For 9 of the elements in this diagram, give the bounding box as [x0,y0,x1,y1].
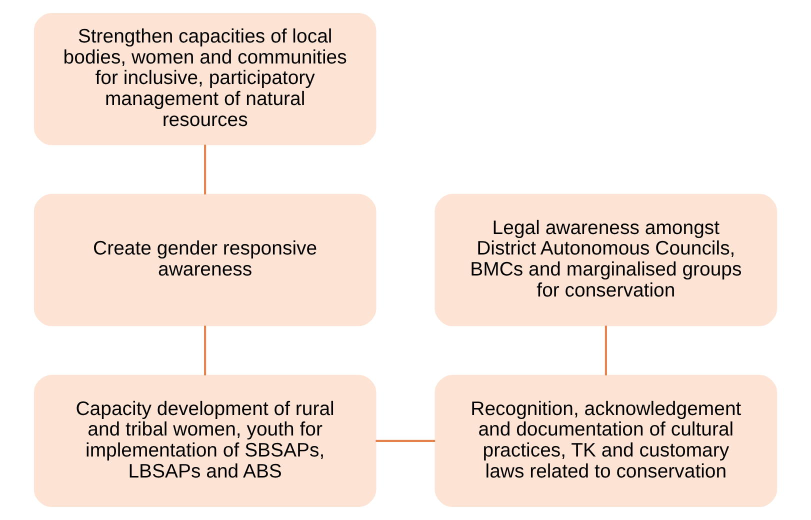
connector [604,326,607,376]
node-box: Capacity development of rural and tribal women, youth for implementation of SBSAPs, LBSAPs and ABS [34,374,376,508]
node-box: Create gender responsive awareness [34,194,376,326]
node-box: Legal awareness amongst District Autonomous Councils, BMCs and marginalised groups for conservation [434,194,778,326]
connector [204,326,206,376]
node-box: Recognition, acknowledgement and documentation of cultural practices, TK and customary laws related to conservation [434,374,778,508]
node-box: Strengthen capacities of local bodies, women and communities for inclusive, participatory management of natural resources [34,12,376,146]
connector [204,144,206,194]
connector [376,440,436,442]
